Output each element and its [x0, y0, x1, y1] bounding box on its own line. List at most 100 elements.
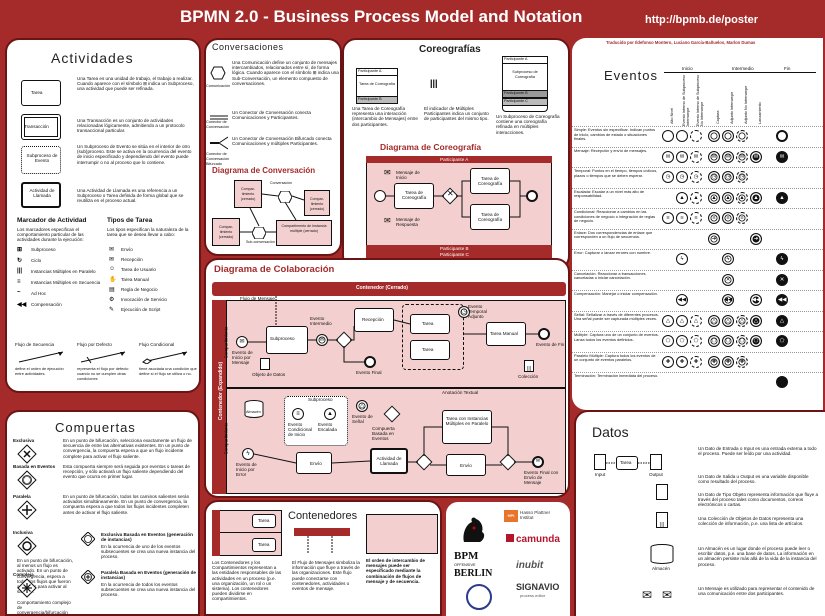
poster-url[interactable]: http://bpmb.de/poster — [645, 14, 759, 26]
collab-signal-event: △ — [356, 400, 368, 412]
events-row-rule-12 — [572, 372, 823, 373]
task-type-icon-6: ✎ — [109, 307, 115, 313]
event-glyph-4-1: ≡ — [680, 215, 684, 221]
collab-data-store-label: Almacén — [246, 410, 261, 414]
data-input-shape — [594, 454, 606, 470]
event-4-4-icon: ≡ — [722, 212, 734, 224]
conversation-diagram-title: Diagrama de Conversación — [212, 166, 316, 175]
event-2-0-icon: ◷ — [662, 171, 674, 183]
event-9-6-icon: △ — [750, 314, 762, 327]
events-row-rule-6 — [572, 249, 823, 250]
conversation-node-label: Conversación — [270, 181, 292, 185]
event-glyph-7-7: ✕ — [779, 276, 785, 283]
choreo-diagram-pa: Participante A — [440, 157, 469, 162]
event-9-5-icon: △ — [736, 314, 748, 327]
translated-by: Traducido por Ildefonso Montero, Luciano… — [606, 40, 756, 45]
events-row-rule-2 — [572, 167, 823, 168]
events-row-label-7: Cancelación: Reaccionar a transacciones … — [574, 270, 646, 280]
gateway-shape-2 — [17, 500, 37, 520]
flow-label-0: Flujo de Secuencia — [15, 342, 55, 347]
forked-link-icon — [210, 136, 229, 150]
transaction-shape — [21, 114, 61, 140]
flow-label-2: Flujo Condicional — [139, 342, 175, 347]
event-glyph-1-7: ✉ — [779, 153, 785, 160]
marker-label-3: Instancias Múltiples en Secuencia — [31, 280, 101, 285]
event-11-4-icon: ✚ — [722, 355, 734, 368]
event-10-5-icon: ⬠ — [736, 335, 748, 347]
event-2-2-icon: ◷ — [690, 171, 702, 183]
event-7-7-icon: ✕ — [776, 273, 788, 286]
containers-task-2-label: Tarea — [258, 542, 270, 547]
event-1-4-icon: ✉ — [722, 150, 734, 163]
data-flow-arrows — [606, 462, 650, 464]
collaboration-panel: Diagrama de Colaboración Contenedor (Cer… — [204, 258, 570, 498]
events-row-label-2: Temporal: Puntos en el tiempo, tiempos c… — [574, 168, 658, 178]
event-glyph-10-4: ⬠ — [725, 338, 731, 344]
event-2-1-icon: ◷ — [676, 171, 688, 183]
event-6-7-icon: ϟ — [776, 253, 788, 265]
event-3-1-icon: ▲ — [676, 191, 688, 204]
choreographies-title: Coreografías — [419, 44, 481, 55]
choreo-start-msg-label: Mensaje de Inicio — [396, 170, 420, 181]
event-0-3-icon — [708, 130, 720, 142]
event-glyph-4-0: ≡ — [666, 215, 670, 221]
collab-end-msg-label: Evento Final con Envío de Mensaje — [524, 470, 559, 486]
collab-data-object — [260, 358, 270, 370]
event-glyph-6-1: ϟ — [680, 256, 684, 262]
choreo-start-event — [374, 190, 386, 202]
collab-send-task — [296, 452, 332, 474]
collab-timer-label: Evento Temporal Adjunto — [468, 304, 487, 320]
conv-pool-3 — [212, 218, 240, 246]
collab-subprocess-label: Subproceso — [270, 336, 295, 341]
event-0-5-icon — [736, 130, 748, 142]
events-group-end: Fin — [784, 66, 791, 71]
data-input-label: Input — [595, 472, 606, 477]
conv-pool-2-label: Compar-timiento (cerrado) — [309, 197, 325, 212]
event-glyph-4-5: ≡ — [740, 215, 744, 221]
event-1-7-icon: ✉ — [776, 150, 788, 163]
gw-par-event-label: Paralela Basada en Eventos (generación d… — [101, 570, 196, 581]
event-5-6-icon: ➜ — [750, 232, 762, 245]
event-11-0-icon: ✚ — [662, 355, 674, 368]
conv-pool-1 — [234, 180, 262, 208]
inubit-logo: inubit — [516, 560, 544, 571]
event-1-1-icon: ✉ — [676, 150, 688, 163]
event-glyph-9-2: △ — [693, 317, 699, 324]
task-type-icon-5: ⚙ — [109, 297, 115, 303]
containers-task-1 — [252, 514, 276, 528]
markers-title: Marcador de Actividad — [17, 217, 87, 224]
collab-msg-start-label: Evento de Inicio por Mensaje — [232, 350, 253, 366]
flow-arrow-1 — [80, 351, 126, 364]
events-col-header-2: Evento Interno de Subproceso No Interrum… — [696, 74, 704, 126]
events-row-label-12: Terminación: Terminación inmediata del p… — [574, 373, 659, 378]
events-col-header-6: Lanzamiento — [758, 102, 762, 124]
event-9-7-icon: △ — [776, 314, 788, 327]
marker-label-4: Ad Hoc — [31, 291, 47, 296]
collab-event-subprocess-label: Subproceso — [308, 397, 333, 402]
event-glyph-3-7: ▲ — [779, 194, 785, 201]
event-subprocess-desc: Un Subproceso de Evento se sitúa en el i… — [77, 144, 192, 165]
event-glyph-6-4: ϟ — [726, 256, 730, 262]
event-glyph-11-3: ✚ — [711, 358, 717, 365]
conv-links — [240, 193, 305, 233]
event-glyph-3-1: ▲ — [679, 194, 685, 201]
event-4-3-icon: ≡ — [708, 212, 720, 224]
event-10-2-icon: ⬠ — [690, 335, 702, 347]
events-row-label-3: Escalada: Escalar a un nivel más alto de… — [574, 188, 645, 198]
task-desc: Una Tarea es una unidad de trabajo, el t… — [77, 76, 194, 92]
gateway-shape-4 — [17, 578, 37, 598]
event-4-1-icon: ≡ — [676, 212, 688, 224]
event-glyph-1-4: ✉ — [725, 153, 731, 160]
activities-panel: Actividades Tarea Una Tarea es una unida… — [5, 38, 201, 393]
containers-msg-desc: El Flujo de Mensajes simboliza la inform… — [292, 560, 360, 592]
event-glyph-8-4: ◀◀ — [723, 297, 733, 303]
bpm-logo-line3: BERLIN — [454, 568, 493, 579]
containers-pool-desc: Los Contenedores y los Compartimientos r… — [212, 560, 282, 602]
choreo-resp-msg-label: Mensaje de Respuesta — [396, 217, 420, 228]
events-group-intermediate: Intermedio — [732, 66, 754, 71]
marker-icon-2: ||| — [17, 268, 23, 274]
event-glyph-8-6: ◀◀ — [751, 297, 761, 303]
containers-msg-flow-shape — [294, 528, 350, 554]
collab-receive-task — [354, 308, 394, 332]
event-glyph-1-2: ✉ — [693, 153, 699, 160]
